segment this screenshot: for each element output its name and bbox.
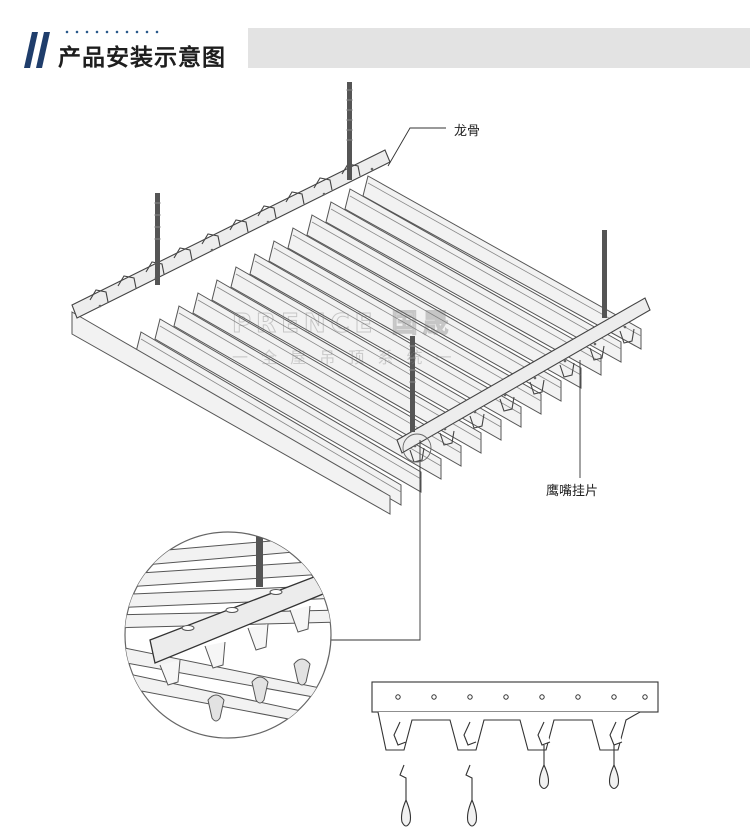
watermark: PRENCE 国晟 一 全 屋 吊 顶 系 统 一 (232, 309, 456, 368)
label-eagle-clip: 鹰嘴挂片 (546, 484, 599, 499)
detail-magnifier (124, 531, 332, 739)
header-dots (62, 30, 162, 34)
clip-detail-drawing (371, 681, 659, 827)
title-bar (248, 28, 750, 68)
keel-rail-front (396, 297, 651, 463)
clip-detail-holes (395, 694, 648, 700)
watermark-brand: PRENCE 国晟 (232, 309, 454, 339)
label-keel: 龙骨 (454, 124, 481, 139)
double-slash-icon (24, 32, 50, 68)
watermark-slogan: 一 全 屋 吊 顶 系 统 一 (232, 348, 456, 367)
leader-lines (328, 127, 581, 641)
page-title: 产品安装示意图 (58, 45, 226, 71)
section-header: 产品安装示意图 (0, 0, 750, 80)
